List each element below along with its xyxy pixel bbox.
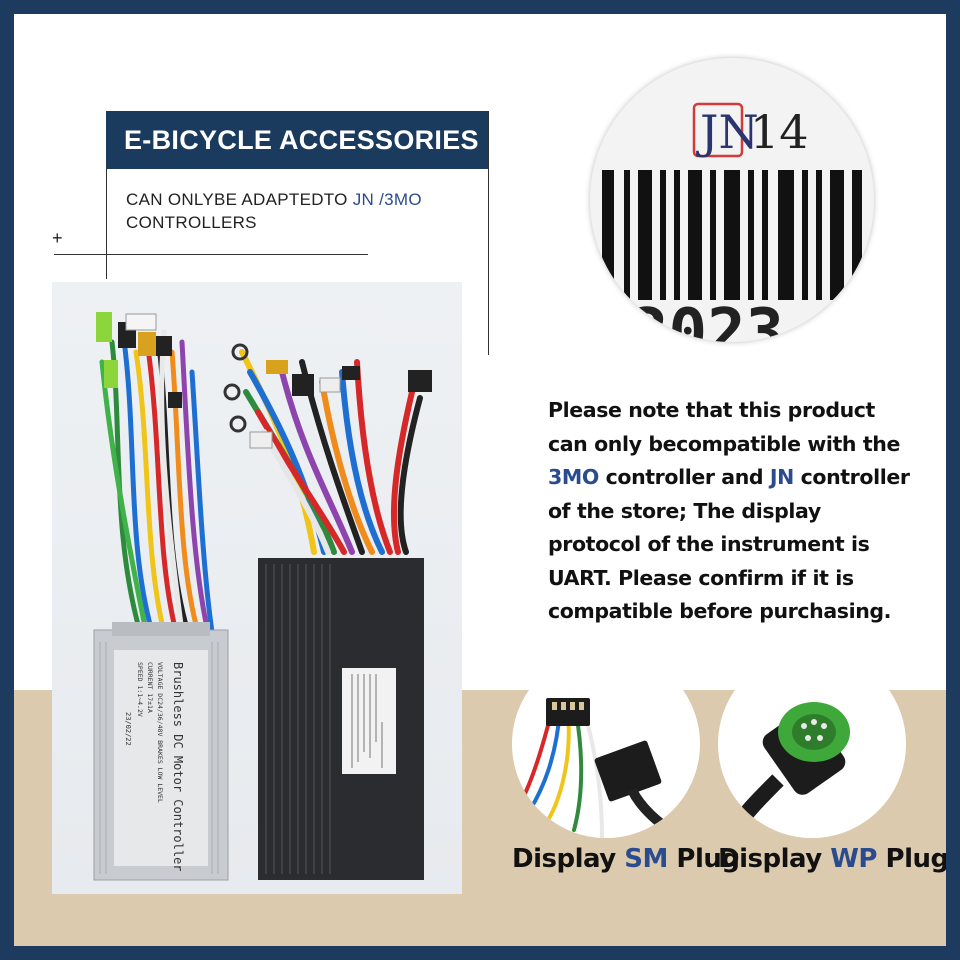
- subtitle-line2: CONTROLLERS: [126, 213, 257, 232]
- barcode-code-rest: 14: [750, 105, 809, 159]
- barcode-illustration: JN 14: [602, 102, 862, 342]
- barcode-code-boxed: JN: [696, 105, 759, 159]
- wp-plug-photo: [718, 650, 906, 838]
- section-title: E-BICYCLE ACCESSORIES: [106, 111, 488, 169]
- barcode-zoom: JN 14: [590, 58, 874, 342]
- sm-plug-highlight: SM: [624, 844, 668, 874]
- controller-label-4: SPEED 1:1~4.2V: [136, 662, 144, 717]
- subtitle-highlight: JN /3MO: [352, 190, 422, 209]
- controller-label-5: 23/02/22: [124, 712, 132, 746]
- controller-label-1: Brushless DC Motor Controller: [171, 662, 185, 872]
- divider-vertical: [106, 169, 107, 279]
- wp-plug-suffix: Plug: [876, 844, 946, 874]
- wp-plug-label: Display WP Plug: [718, 844, 946, 874]
- note-highlight-3mo: 3MO: [548, 465, 599, 489]
- sm-plug-photo: [512, 650, 700, 838]
- wp-plug-illustration: [721, 702, 850, 838]
- divider-vertical-right: [488, 111, 489, 355]
- sm-plug-label: Display SM Plug: [512, 844, 740, 874]
- note-part-1: Please note that this product can only b…: [548, 398, 900, 456]
- compatibility-subtitle: CAN ONLYBE ADAPTEDTO JN /3MO CONTROLLERS: [126, 188, 422, 234]
- subtitle-prefix: CAN ONLYBE ADAPTEDTO: [126, 190, 353, 209]
- controller-label-3: CURRENT 17±1A: [146, 662, 154, 713]
- barcode-year: 2023: [630, 296, 784, 342]
- controller-label-2: VOLTAGE DC24/36/48V BRAKES LOW LEVEL: [156, 662, 164, 803]
- sm-plug-suffix: Plug: [667, 844, 740, 874]
- controllers-illustration: Brushless DC Motor Controller VOLTAGE DC…: [93, 312, 432, 881]
- controllers-photo: Brushless DC Motor Controller VOLTAGE DC…: [52, 282, 462, 894]
- divider-horizontal: [54, 254, 368, 255]
- product-panel: E-BICYCLE ACCESSORIES + CAN ONLYBE ADAPT…: [14, 14, 946, 946]
- sm-plug-prefix: Display: [512, 844, 625, 874]
- plus-icon: +: [52, 228, 63, 248]
- compatibility-note: Please note that this product can only b…: [548, 394, 918, 629]
- wp-plug-prefix: Display: [718, 844, 831, 874]
- note-highlight-jn: JN: [769, 465, 794, 489]
- note-part-3: controller of the store; The display pro…: [548, 465, 910, 623]
- wp-plug-highlight: WP: [830, 844, 877, 874]
- sm-plug-illustration: [520, 698, 685, 838]
- note-part-2: controller and: [598, 465, 770, 489]
